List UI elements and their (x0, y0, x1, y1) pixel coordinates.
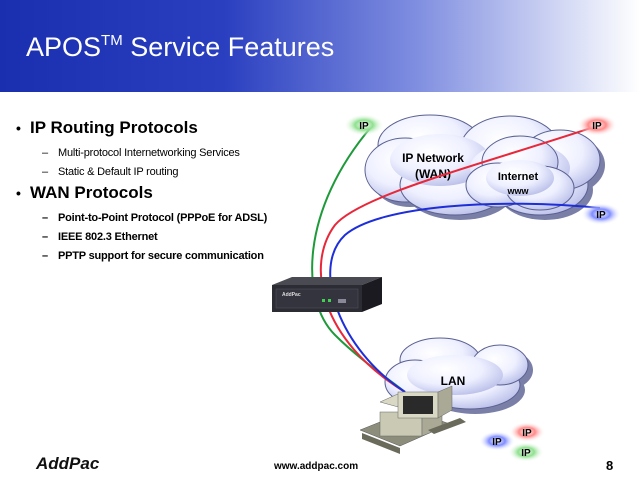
sub-bullet-text: PPTP support for secure communication (58, 249, 264, 262)
lan-cloud-label: LAN (441, 374, 466, 388)
ip-label-green-top: IP (359, 121, 369, 132)
sub-bullet: –Static & Default IP routing (42, 162, 267, 181)
sub-bullet: –PPTP support for secure communication (42, 246, 267, 265)
bullet-heading-ip-routing: • IP Routing Protocols (16, 118, 267, 138)
wan-cloud-label-2: (WAN) (415, 167, 451, 181)
ip-label-blue-right: IP (596, 210, 606, 221)
ip-badge-red-bottom: IP (509, 422, 545, 442)
footer-url: www.addpac.com (274, 461, 359, 472)
bullet-heading-text: IP Routing Protocols (30, 118, 198, 137)
slide-title: APOSTM Service Features (26, 32, 334, 63)
title-main: APOS (26, 32, 102, 62)
bullet-dot: • (16, 185, 21, 201)
red-path-line (319, 124, 601, 393)
sub-bullet: –IEEE 802.3 Ethernet (42, 227, 267, 246)
dash-marker: – (42, 165, 48, 178)
bullet-heading-text: WAN Protocols (30, 183, 153, 202)
router-led-green (322, 299, 325, 302)
ip-label-red-bottom: IP (522, 428, 532, 439)
router-led-green-2 (328, 299, 331, 302)
internet-www-label: www (506, 186, 529, 196)
dash-marker: – (42, 249, 48, 262)
sub-bullet: –Multi-protocol Internetworking Services (42, 143, 267, 162)
router-device: AddPac (272, 277, 382, 312)
ip-label-green-bottom: IP (521, 448, 531, 459)
ip-badge-green-bottom: IP (508, 442, 544, 462)
ip-label-blue-bottom: IP (492, 437, 502, 448)
dash-marker: – (42, 211, 48, 224)
lan-cloud (384, 337, 533, 414)
router-port (338, 299, 346, 303)
internet-cloud (465, 135, 575, 211)
router-brand-label: AddPac (282, 292, 301, 298)
ip-badge-green-top: IP (344, 114, 384, 136)
title-rest: Service Features (122, 32, 335, 62)
internet-cloud-label: Internet (498, 171, 539, 183)
dash-marker: – (42, 146, 48, 159)
ip-label-red-top: IP (592, 121, 602, 132)
bullet-heading-wan: • WAN Protocols (16, 183, 267, 203)
ip-badge-blue-right: IP (581, 203, 621, 225)
sub-bullet-text: Point-to-Point Protocol (PPPoE for ADSL) (58, 211, 268, 224)
dash-marker: – (42, 230, 48, 243)
pc-workstation (359, 385, 466, 454)
page-number: 8 (606, 458, 614, 473)
sub-bullet-text: IEEE 802.3 Ethernet (58, 230, 158, 243)
wan-cloud-label-1: IP Network (402, 151, 464, 165)
sub-bullet-text: Multi-protocol Internetworking Services (58, 146, 240, 159)
bullet-list: •IP Routing Protocols –Multi-protocol In… (16, 118, 267, 265)
bullet-dot: • (16, 120, 21, 136)
sub-bullet-text: Static & Default IP routing (58, 165, 179, 178)
title-banner: APOSTM Service Features (0, 0, 640, 92)
footer-logo: AddPac (36, 454, 100, 473)
blue-path-line (329, 202, 601, 393)
sub-bullet: –Point-to-Point Protocol (PPPoE for ADSL… (42, 208, 267, 227)
title-trademark: TM (101, 32, 123, 49)
ip-badge-red-top: IP (577, 114, 617, 136)
ip-badge-blue-bottom: IP (479, 431, 515, 451)
